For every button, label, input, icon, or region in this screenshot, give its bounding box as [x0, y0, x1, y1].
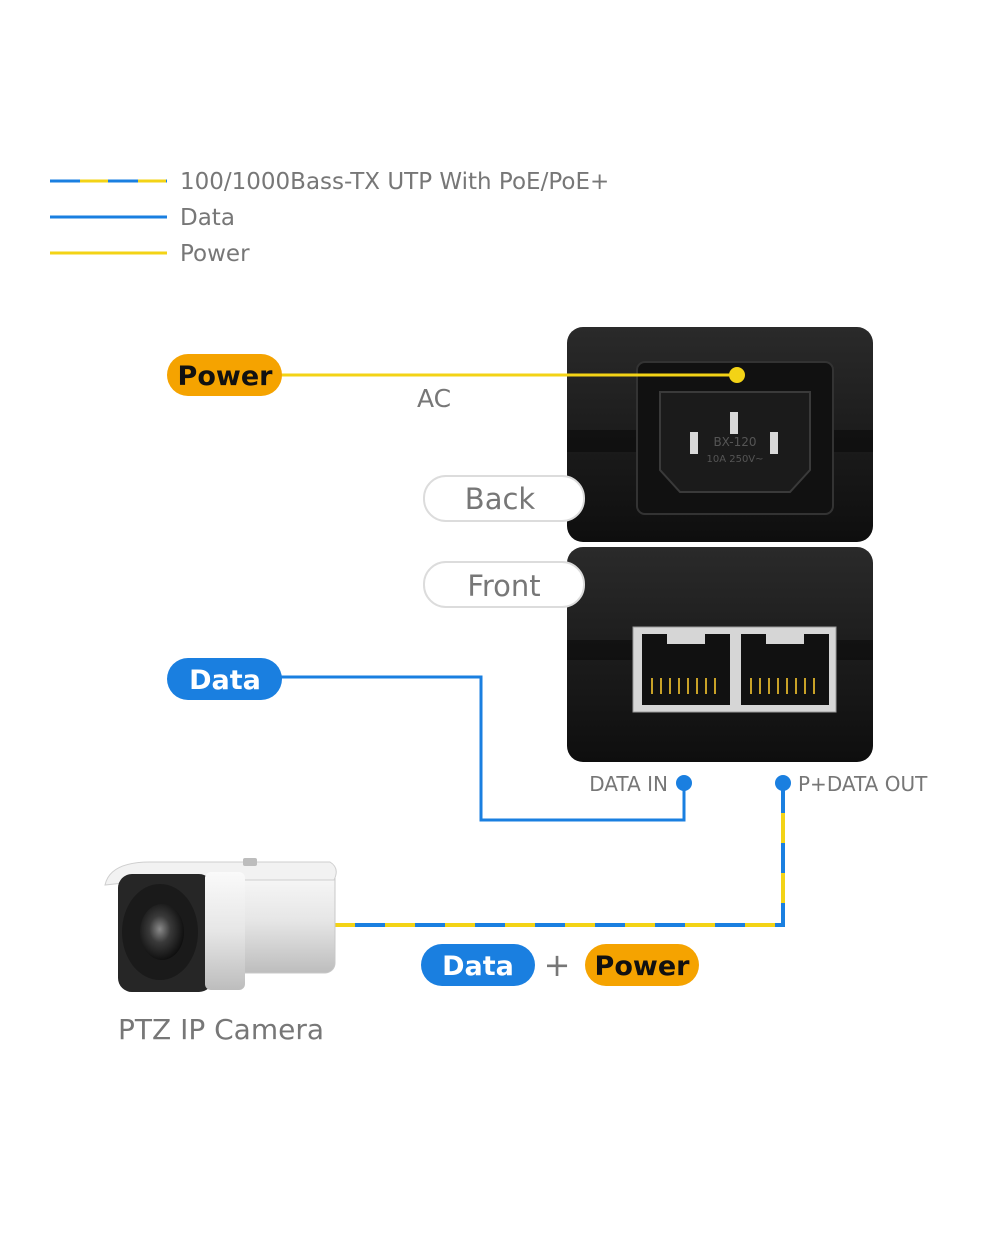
- socket-marking-model: BX-120: [713, 435, 756, 449]
- poe-line-yellow: [335, 783, 785, 927]
- ac-socket: BX-120 10A 250V~: [659, 391, 811, 493]
- injector-front-unit: [567, 547, 873, 762]
- poe-connection: P+DATA OUT Data + Power: [335, 772, 928, 986]
- data-line: [277, 675, 686, 822]
- ac-socket-face: [659, 391, 811, 493]
- data-badge-text: Data: [189, 665, 261, 696]
- socket-pin-earth: [730, 412, 738, 434]
- legend-item-power: Power: [50, 241, 250, 267]
- legend-label-data: Data: [180, 205, 235, 231]
- data-out-label: P+DATA OUT: [798, 772, 928, 796]
- data-in-label: DATA IN: [589, 772, 668, 796]
- camera-lens: [140, 904, 184, 960]
- rj45-port-data-in: [642, 634, 730, 705]
- plus-sign: +: [544, 946, 571, 984]
- front-label-text: Front: [467, 569, 540, 603]
- legend-item-data: Data: [50, 205, 235, 231]
- camera-body-front: [205, 872, 245, 990]
- ac-connection-dot: [729, 367, 745, 383]
- ac-label: AC: [417, 384, 451, 413]
- front-label: Front: [423, 561, 585, 608]
- socket-pin-left: [690, 432, 698, 454]
- rj45-port-data-out-contacts: [750, 678, 815, 694]
- camera-mount-nub: [243, 858, 257, 866]
- back-label-pill: [423, 475, 585, 522]
- data-connection: Data DATA IN: [167, 658, 692, 822]
- power-badge-text: Power: [178, 361, 274, 392]
- data-in-dot: [676, 775, 692, 791]
- rj45-port-data-in-opening: [642, 634, 730, 705]
- combined-power-badge: [585, 944, 699, 986]
- combined-data-badge: [421, 944, 535, 986]
- data-badge: [167, 658, 282, 700]
- legend-label-power: Power: [180, 241, 250, 267]
- power-connection: Power AC: [167, 354, 745, 413]
- socket-pin-right: [770, 432, 778, 454]
- camera-label: PTZ IP Camera: [118, 1013, 324, 1046]
- rj45-port-data-in-contacts: [651, 678, 716, 694]
- combined-data-badge-text: Data: [442, 951, 514, 982]
- injector-back-unit: BX-120 10A 250V~: [567, 327, 873, 542]
- rj45-port-data-in-latch: [667, 634, 705, 644]
- socket-marking-rating: 10A 250V~: [706, 454, 763, 465]
- power-badge: [167, 354, 282, 396]
- rj45-port-data-out: [741, 634, 829, 705]
- data-out-dot: [775, 775, 791, 791]
- poe-line-blue: [335, 783, 785, 927]
- back-label: Back: [423, 475, 585, 522]
- legend-item-poe: 100/1000Bass-TX UTP With PoE/PoE+: [50, 169, 609, 195]
- legend-label-poe: 100/1000Bass-TX UTP With PoE/PoE+: [180, 169, 609, 195]
- ptz-ip-camera: PTZ IP Camera: [104, 858, 337, 1046]
- combined-power-badge-text: Power: [595, 951, 691, 982]
- front-label-pill: [423, 561, 585, 608]
- rj45-port-data-out-opening: [741, 634, 829, 705]
- legend: 100/1000Bass-TX UTP With PoE/PoE+ Data P…: [50, 169, 609, 267]
- rj45-port-data-out-latch: [766, 634, 804, 644]
- back-label-text: Back: [465, 482, 536, 516]
